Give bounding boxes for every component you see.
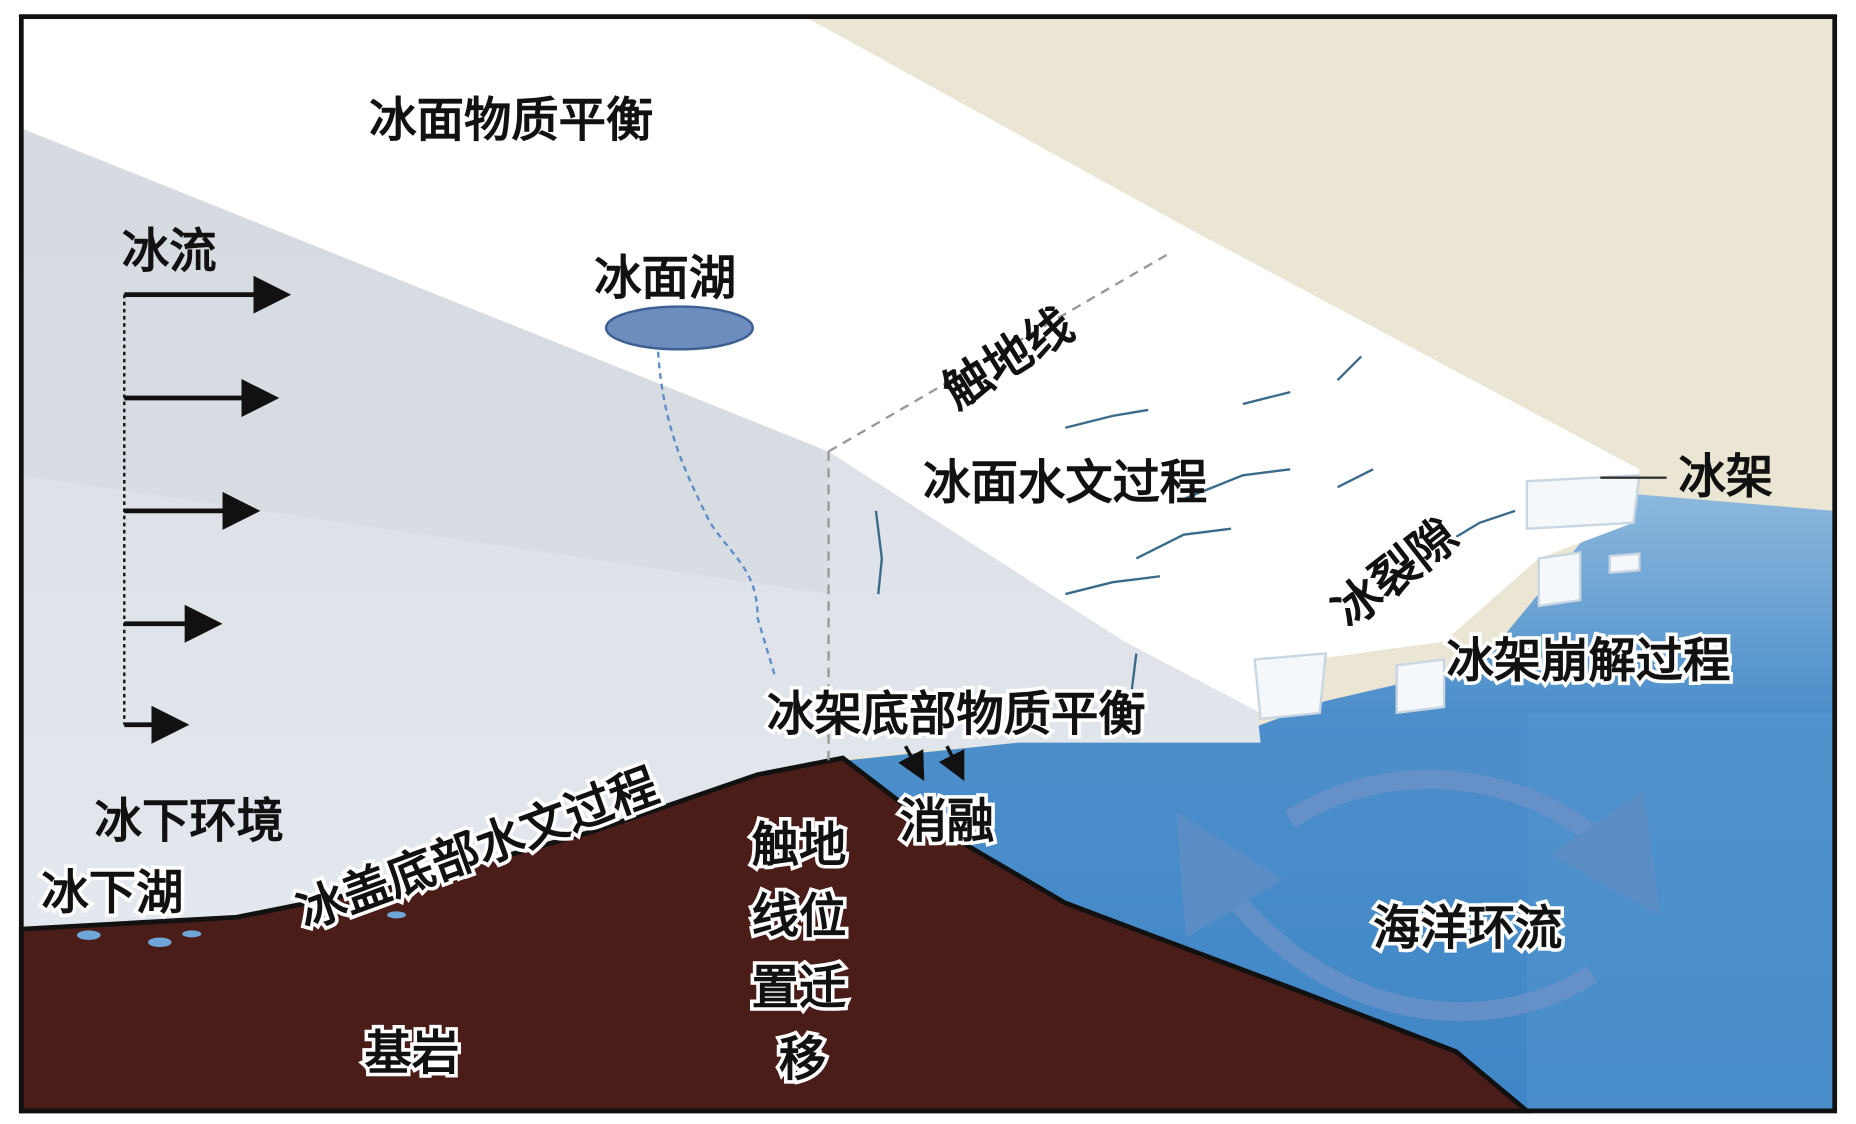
- label-basal-mass-balance: 冰架底部物质平衡: [767, 688, 1146, 743]
- migration-line-1: 触地: [752, 818, 847, 873]
- melt-arrows: [898, 745, 965, 782]
- calving-icebergs: [1253, 474, 1641, 721]
- meltwater-drainage-path: [656, 351, 777, 678]
- ice-shading: [21, 128, 829, 595]
- crevasse-lines: [874, 355, 1516, 702]
- ice-sheet-surface: [21, 16, 1640, 713]
- label-ice-shelf: 冰架: [1678, 450, 1773, 505]
- ocean-circulation-arrows: [1176, 769, 1661, 1022]
- label-bedrock: 基岩: [365, 1026, 460, 1081]
- label-calving: 冰架崩解过程: [1446, 634, 1730, 689]
- label-melt: 消融: [900, 795, 995, 850]
- label-subglacial-environment: 冰下环境: [95, 795, 284, 850]
- frame-border: [18, 14, 1838, 1114]
- label-ocean-circulation: 海洋环流: [1373, 902, 1562, 957]
- migration-line-3: 置迁: [752, 961, 847, 1016]
- label-supraglacial-lake: 冰面湖: [594, 252, 736, 307]
- label-grounding-line-migration: 触地 线位 置迁 移: [748, 815, 850, 1091]
- label-subglacial-lake: 冰下湖: [41, 866, 183, 921]
- migration-line-4: 移: [779, 1032, 826, 1087]
- ocean-front-face: [1526, 712, 1835, 1111]
- ice-flow-arrows: [124, 275, 292, 744]
- migration-line-2: 线位: [752, 890, 847, 945]
- subglacial-lakes: [76, 911, 406, 947]
- supraglacial-lake-shape: [604, 305, 754, 351]
- label-surface-mass-balance: 冰面物质平衡: [369, 94, 653, 149]
- label-ice-flow: 冰流: [122, 224, 217, 279]
- label-surface-hydrology: 冰面水文过程: [923, 456, 1207, 511]
